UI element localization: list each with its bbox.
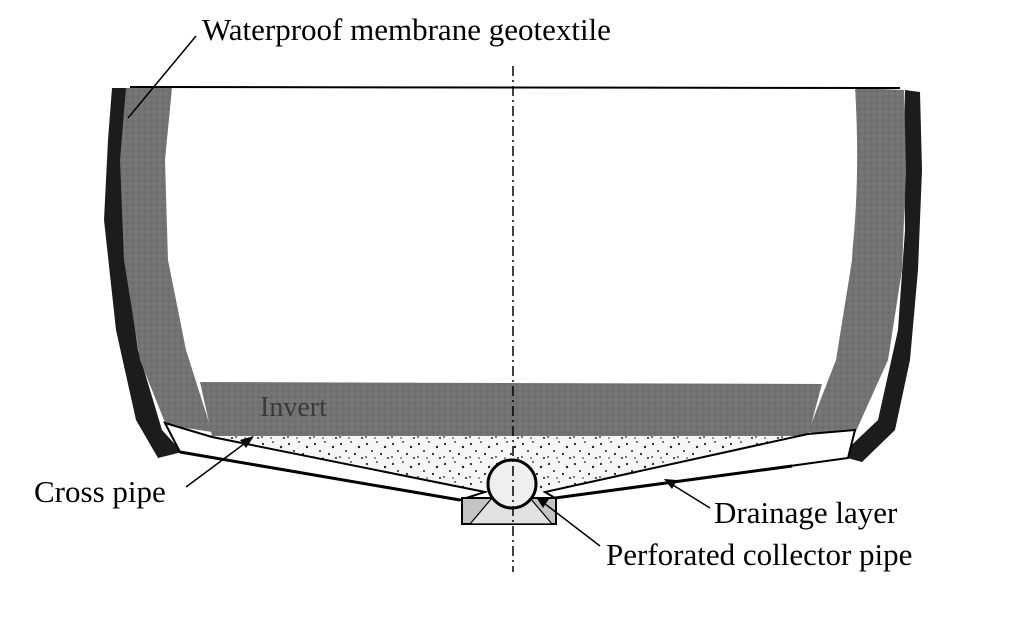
collector-pipe-leader bbox=[539, 499, 601, 547]
rock-boundary-right bbox=[840, 90, 922, 462]
tunnel-lining-right bbox=[808, 88, 906, 440]
drainage-layer-arrowhead bbox=[664, 479, 677, 489]
invert-label: Invert bbox=[260, 392, 327, 423]
tunnel-opening bbox=[169, 88, 858, 386]
tunnel-lining-left bbox=[120, 88, 212, 432]
membrane-label: Waterproof membrane geotextile bbox=[202, 12, 611, 47]
membrane-leader bbox=[127, 35, 197, 119]
collector-pipe-arrowhead bbox=[536, 497, 549, 508]
cross-pipe-underline bbox=[179, 450, 461, 502]
collector-pipe-label: Perforated collector pipe bbox=[606, 537, 912, 572]
cross-pipe-arrowhead bbox=[240, 436, 254, 448]
rock-boundary-left bbox=[104, 88, 182, 458]
ground-line bbox=[129, 86, 901, 89]
invert-slab bbox=[200, 382, 822, 436]
collector-pipe bbox=[486, 458, 538, 510]
cross-pipe-band-left bbox=[163, 421, 489, 502]
drainage-layer-label: Drainage layer bbox=[714, 495, 898, 530]
drainage-layer-leader bbox=[667, 481, 711, 509]
cross-pipe-leader bbox=[185, 437, 253, 488]
cross-pipe-label: Cross pipe bbox=[34, 474, 166, 509]
